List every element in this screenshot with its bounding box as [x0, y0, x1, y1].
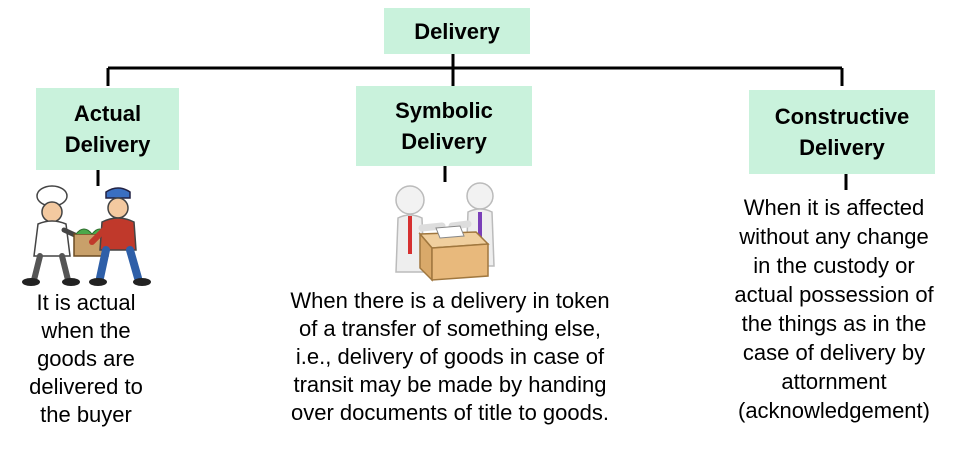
branch-node-constructive-delivery: Constructive Delivery [749, 90, 935, 174]
root-node-delivery: Delivery [384, 8, 530, 54]
actual-delivery-description: It is actual when the goods are delivere… [29, 290, 143, 427]
actual-delivery-label: Actual Delivery [64, 101, 151, 157]
constructive-delivery-label: Constructive Delivery [774, 104, 910, 160]
constructive-delivery-description: When it is affected without any change i… [734, 195, 934, 423]
handover-goods-icon [22, 185, 151, 286]
branch-node-symbolic-delivery: Symbolic Delivery [356, 86, 532, 166]
branch-node-actual-delivery: Actual Delivery [36, 88, 179, 170]
symbolic-delivery-description: When there is a delivery in token of a t… [290, 288, 610, 425]
document-handover-icon [395, 182, 495, 282]
symbolic-delivery-label: Symbolic Delivery [395, 98, 493, 154]
root-label: Delivery [414, 18, 500, 44]
